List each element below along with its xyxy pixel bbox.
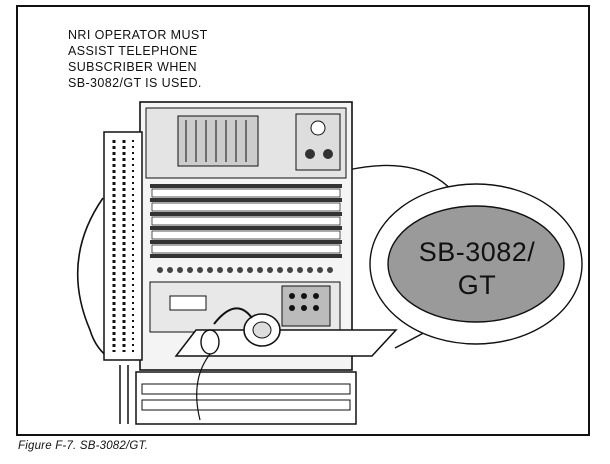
cord-column <box>103 131 143 361</box>
label-bubble <box>387 205 565 323</box>
operator-note: NRI OPERATOR MUST ASSIST TELEPHONE SUBSC… <box>68 27 208 91</box>
writing-shelf <box>174 329 398 357</box>
vent-panel <box>177 115 259 167</box>
label-line: SB-3082/ <box>418 237 536 267</box>
cart-base <box>119 365 357 425</box>
note-line: SB-3082/GT IS USED. <box>68 76 202 90</box>
equipment-label: SB-3082/ GT <box>392 236 562 302</box>
meter-panel <box>295 113 341 171</box>
headset <box>196 307 281 421</box>
note-line: SUBSCRIBER WHEN <box>68 60 197 74</box>
label-line: GT <box>457 270 497 300</box>
jack-field <box>150 184 342 258</box>
note-line: NRI OPERATOR MUST <box>68 28 208 42</box>
switchboard-cabinet <box>139 101 398 371</box>
note-line: ASSIST TELEPHONE <box>68 44 198 58</box>
key-row <box>157 267 333 273</box>
cable-loop <box>76 197 113 361</box>
figure-caption: Figure F-7. SB-3082/GT. <box>18 440 149 452</box>
jack-field <box>151 188 341 254</box>
